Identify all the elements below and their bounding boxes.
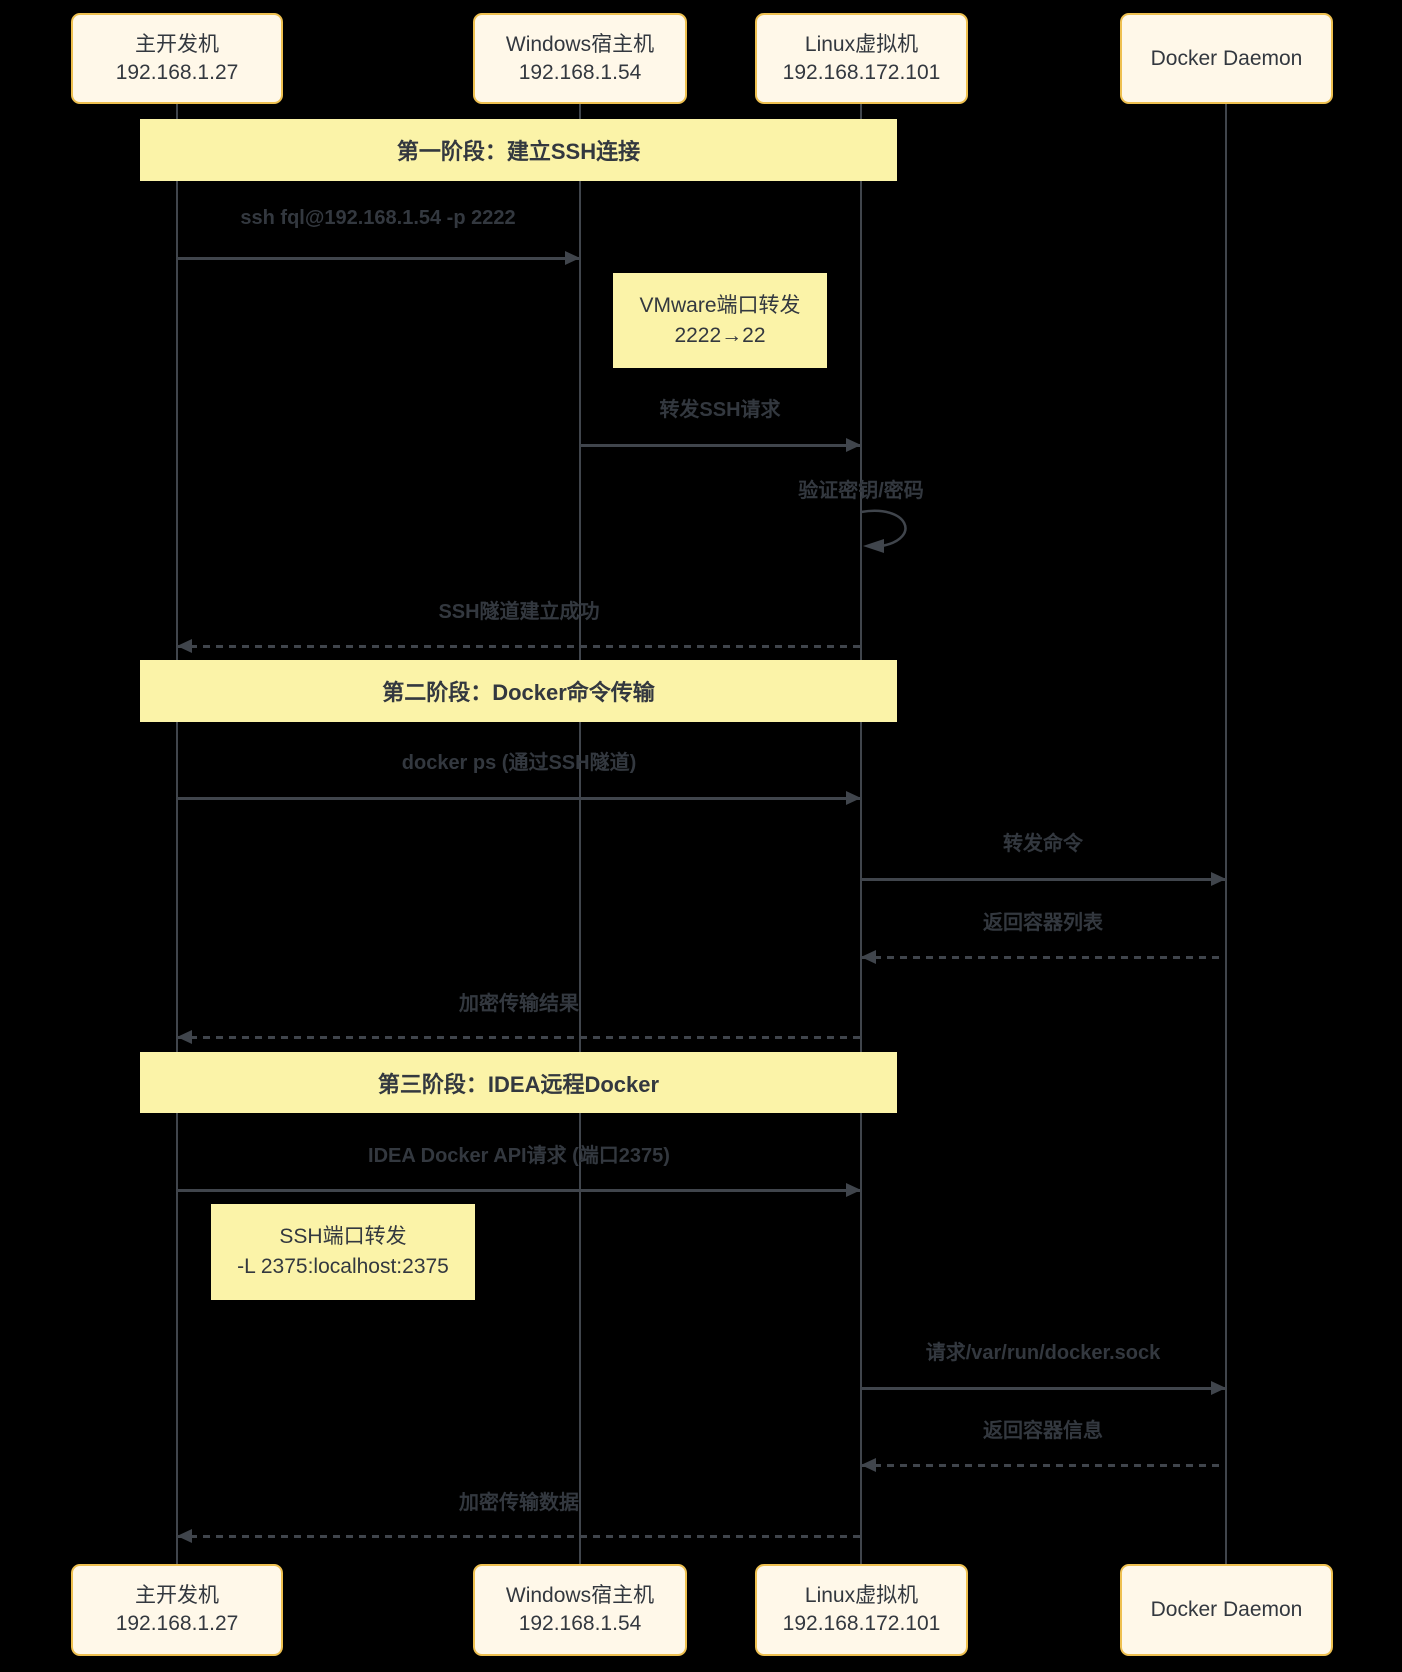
participant-windows-host-top: Windows宿主机 192.168.1.54 (473, 13, 687, 104)
message-label-tunnel-ok: SSH隧道建立成功 (438, 601, 600, 623)
participant-name: Linux虚拟机 (804, 1584, 919, 1607)
participant-address: 192.168.1.54 (518, 60, 642, 84)
arrowhead-left-icon (177, 639, 192, 653)
message-label-forward-command: 转发命令 (1003, 833, 1083, 855)
lifeline-linux-vm (860, 104, 862, 1564)
message-label-forward-ssh: 转发SSH请求 (659, 399, 781, 421)
phase-banner-3: 第三阶段：IDEA远程Docker (140, 1052, 897, 1113)
message-label-docker-ps: docker ps (通过SSH隧道) (401, 752, 637, 774)
note-line-1: VMware端口转发 (639, 293, 801, 317)
message-label-encrypted-result: 加密传输结果 (459, 993, 579, 1015)
arrowhead-right-icon (565, 251, 580, 265)
participant-address: 192.168.1.27 (115, 1612, 239, 1635)
arrowhead-left-icon (861, 1458, 876, 1472)
phase-3-label: 第三阶段：IDEA远程Docker (377, 1071, 660, 1097)
message-label-idea-api: IDEA Docker API请求 (端口2375) (368, 1145, 670, 1167)
message-label-encrypted-data: 加密传输数据 (459, 1492, 579, 1514)
message-label-return-list: 返回容器列表 (983, 912, 1103, 934)
note-ssh-port-forward: SSH端口转发 -L 2375:localhost:2375 (211, 1204, 475, 1300)
lifeline-docker-daemon (1225, 104, 1227, 1564)
message-label-return-info: 返回容器信息 (983, 1420, 1103, 1442)
message-line (580, 444, 861, 447)
message-line (861, 1464, 1226, 1467)
arrowhead-right-icon (846, 438, 861, 452)
message-line (177, 797, 861, 800)
phase-2-label: 第二阶段：Docker命令传输 (382, 680, 655, 705)
participant-name: Docker Daemon (1150, 1598, 1303, 1621)
note-line-2: -L 2375:localhost:2375 (237, 1255, 449, 1278)
arrowhead-right-icon (1211, 1381, 1226, 1395)
phase-banner-1: 第一阶段：建立SSH连接 (140, 119, 897, 181)
participant-address: 192.168.172.101 (782, 1612, 941, 1635)
lifeline-main-dev (176, 104, 178, 1564)
message-label-docker-sock: 请求/var/run/docker.sock (925, 1342, 1161, 1364)
participant-name: Linux虚拟机 (804, 32, 919, 56)
participant-address: 192.168.1.27 (115, 60, 239, 84)
phase-banner-2: 第二阶段：Docker命令传输 (140, 660, 897, 722)
message-line (177, 645, 861, 648)
participant-windows-host-bottom: Windows宿主机 192.168.1.54 (473, 1564, 687, 1656)
participant-name: Windows宿主机 (505, 1584, 655, 1607)
participant-main-dev-top: 主开发机 192.168.1.27 (71, 13, 283, 104)
message-line (861, 1387, 1226, 1390)
self-loop-arrow (860, 509, 907, 553)
lifeline-windows-host (579, 104, 581, 1564)
participant-address: 192.168.1.54 (518, 1612, 642, 1635)
message-line (177, 257, 580, 260)
message-line (177, 1036, 861, 1039)
participant-docker-daemon-top: Docker Daemon (1120, 13, 1333, 104)
note-vmware-port-forward: VMware端口转发 2222→22 (613, 273, 827, 368)
participant-linux-vm-bottom: Linux虚拟机 192.168.172.101 (755, 1564, 968, 1656)
arrowhead-left-icon (177, 1030, 192, 1044)
arrowhead-right-icon (846, 1183, 861, 1197)
participant-docker-daemon-bottom: Docker Daemon (1120, 1564, 1333, 1656)
participant-name: Docker Daemon (1150, 46, 1303, 70)
participant-address: 192.168.172.101 (782, 60, 941, 84)
arrowhead-left-icon (177, 1529, 192, 1543)
phase-1-label: 第一阶段：建立SSH连接 (396, 139, 641, 164)
message-label-ssh-command: ssh fql@192.168.1.54 -p 2222 (240, 207, 516, 229)
participant-linux-vm-top: Linux虚拟机 192.168.172.101 (755, 13, 968, 104)
note-line-1: SSH端口转发 (279, 1225, 407, 1248)
participant-name: 主开发机 (135, 1584, 219, 1607)
note-line-2: 2222→22 (674, 323, 766, 347)
message-line (177, 1535, 861, 1538)
participant-name: Windows宿主机 (505, 32, 655, 56)
participant-main-dev-bottom: 主开发机 192.168.1.27 (71, 1564, 283, 1656)
message-line (861, 878, 1226, 881)
message-line (177, 1189, 861, 1192)
arrowhead-right-icon (1211, 872, 1226, 886)
message-line (861, 956, 1226, 959)
arrowhead-right-icon (846, 791, 861, 805)
message-label-verify-key: 验证密钥/密码 (798, 480, 924, 502)
arrowhead-left-icon (861, 950, 876, 964)
participant-name: 主开发机 (135, 32, 219, 56)
